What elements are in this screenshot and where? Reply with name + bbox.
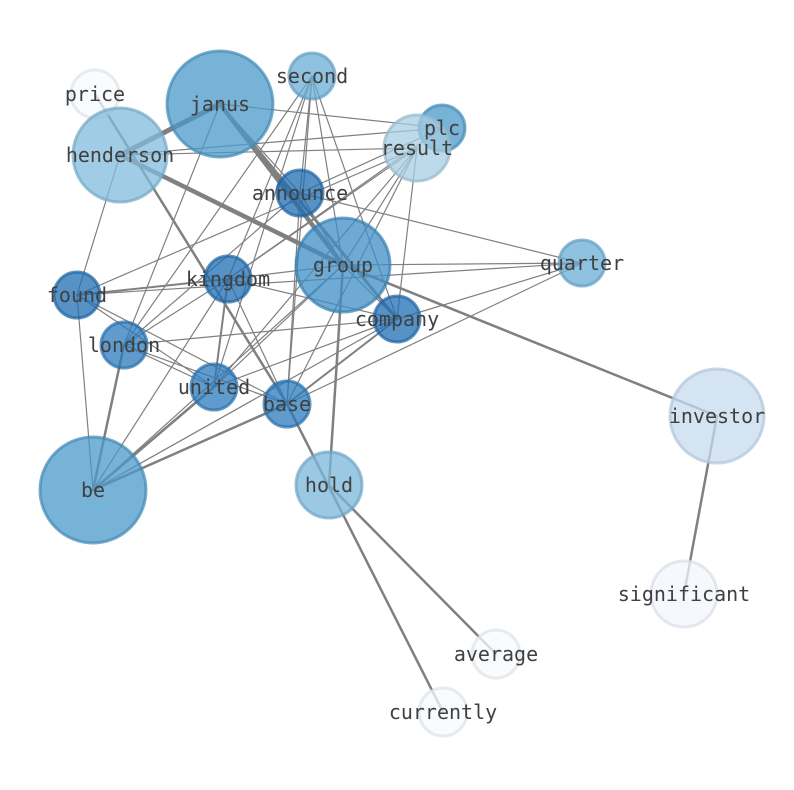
edge-company-quarter	[396, 262, 583, 320]
edge-united-second	[213, 75, 313, 388]
edge-be-company	[92, 318, 398, 491]
node-currently[interactable]	[417, 686, 469, 738]
edge-base-second	[286, 75, 313, 405]
node-label-found: found	[47, 283, 107, 307]
node-label-hold: hold	[305, 473, 353, 497]
node-label-london: london	[88, 333, 160, 357]
edge-kingdom-second	[227, 75, 313, 280]
node-label-result: result	[381, 136, 453, 160]
node-label-kingdom: kingdom	[186, 267, 270, 291]
edge-hold-average	[327, 483, 498, 656]
node-investor[interactable]	[668, 367, 766, 465]
node-average[interactable]	[470, 628, 522, 680]
node-label-group: group	[313, 253, 373, 277]
node-company[interactable]	[372, 294, 422, 344]
node-announce[interactable]	[275, 168, 325, 218]
node-be[interactable]	[38, 435, 148, 545]
node-label-quarter: quarter	[540, 251, 624, 275]
node-second[interactable]	[287, 51, 337, 101]
node-label-united: united	[178, 375, 250, 399]
edge-found-kingdom	[76, 278, 229, 296]
node-label-significant: significant	[618, 582, 750, 606]
node-label-company: company	[355, 307, 439, 331]
edge-base-currently	[285, 402, 445, 714]
node-janus[interactable]	[165, 49, 275, 159]
edge-found-result	[76, 147, 418, 296]
node-label-currently: currently	[389, 700, 497, 724]
node-label-announce: announce	[252, 181, 348, 205]
node-found[interactable]	[52, 270, 102, 320]
node-label-second: second	[276, 64, 348, 88]
edge-base-quarter	[286, 262, 583, 405]
node-label-plc: plc	[424, 116, 460, 140]
node-united[interactable]	[189, 362, 239, 412]
node-label-henderson: henderson	[66, 143, 174, 167]
node-significant[interactable]	[649, 559, 719, 629]
node-kingdom[interactable]	[203, 254, 253, 304]
node-base[interactable]	[262, 379, 312, 429]
node-label-janus: janus	[190, 92, 250, 116]
node-london[interactable]	[99, 320, 149, 370]
edge-announce-quarter	[299, 192, 583, 264]
node-result[interactable]	[382, 113, 452, 183]
edge-found-base	[76, 294, 288, 405]
edge-united-company	[213, 318, 398, 388]
edge-henderson-result	[119, 147, 418, 156]
node-label-base: base	[263, 392, 311, 416]
node-quarter[interactable]	[557, 238, 607, 288]
node-label-investor: investor	[669, 404, 765, 428]
node-henderson[interactable]	[71, 106, 169, 204]
node-label-average: average	[454, 642, 538, 666]
edge-london-second	[123, 75, 313, 346]
node-label-price: price	[65, 82, 125, 106]
node-group[interactable]	[294, 216, 392, 314]
node-hold[interactable]	[294, 450, 364, 520]
edge-group-investor	[341, 263, 719, 418]
node-label-be: be	[81, 478, 105, 502]
